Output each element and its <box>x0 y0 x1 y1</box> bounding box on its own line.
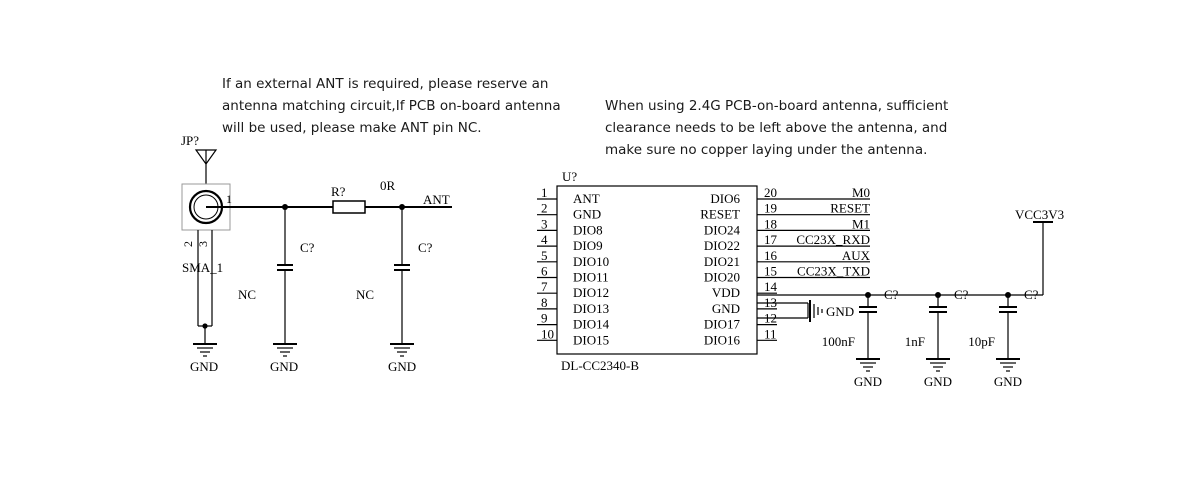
decap-ref: C? <box>884 287 899 302</box>
vdd-net-wire <box>757 221 1053 296</box>
ic-right-pin-net: AUX <box>842 248 871 263</box>
ic-right-pin-net: M0 <box>852 185 870 200</box>
ic-left-pin-name: ANT <box>573 191 600 206</box>
ic-right-pin-name: DIO16 <box>704 332 741 347</box>
ic-right-pin-net: M1 <box>852 216 870 231</box>
ic-left-pin-number: 10 <box>541 326 554 341</box>
ic-right-pin-number: 11 <box>764 326 777 341</box>
ic-right-pin-net: RESET <box>830 201 870 216</box>
ic-left-pin-name: DIO12 <box>573 285 609 300</box>
shunt-cap-1-ref: C? <box>300 240 315 255</box>
resistor-symbol <box>332 200 366 214</box>
ant-net-label: ANT <box>423 192 450 207</box>
left-note-line-1: If an external ANT is required, please r… <box>222 76 548 92</box>
ic-right-pin-name: GND <box>712 301 740 316</box>
antenna-pin-3: 3 <box>196 241 210 247</box>
right-note-line-3: make sure no copper laying under the ant… <box>605 142 927 158</box>
ic-left-pin-number: 6 <box>541 264 548 279</box>
ic-right-pin-number: 17 <box>764 232 778 247</box>
shunt-cap-2-ref: C? <box>418 240 433 255</box>
antenna-part: SMA_1 <box>182 260 223 275</box>
ic-left-pin-name: DIO14 <box>573 317 610 332</box>
ic-right-pin-number: 18 <box>764 216 777 231</box>
ic-right-pin-name: DIO24 <box>704 222 741 237</box>
resistor-value: 0R <box>380 178 396 193</box>
antenna-ground-wires <box>197 230 213 344</box>
left-note-line-3: will be used, please make ANT pin NC. <box>222 120 482 136</box>
gnd-symbol-icon <box>809 300 823 322</box>
ic-right-pin-name: VDD <box>712 285 740 300</box>
ic-left-pin-name: DIO10 <box>573 254 609 269</box>
ic-right-pin-name: DIO21 <box>704 254 740 269</box>
ic-part-number: DL-CC2340-B <box>561 358 639 373</box>
gnd-symbol-icon <box>273 343 297 357</box>
ic-gnd-label: GND <box>826 304 854 319</box>
ic-right-pin-name: DIO6 <box>710 191 740 206</box>
ic-left-pin-number: 5 <box>541 248 548 263</box>
left-note-line-2: antenna matching circuit,If PCB on-board… <box>222 98 561 114</box>
gnd-symbol-icon <box>390 343 414 357</box>
antenna-symbol-icon <box>194 149 218 190</box>
decap-gnd-label: GND <box>994 374 1022 389</box>
ic-left-pin-name: DIO15 <box>573 332 609 347</box>
antenna-gnd-label: GND <box>190 359 218 374</box>
gnd-symbol-icon <box>996 358 1020 372</box>
ic-left-pin-name: DIO9 <box>573 238 603 253</box>
antenna-pin-1: 1 <box>226 192 232 206</box>
shunt-cap-2-symbol <box>394 207 410 344</box>
gnd-symbol-icon <box>926 358 950 372</box>
ic-left-pin-number: 2 <box>541 201 548 216</box>
ic-left-pin-name: DIO11 <box>573 270 609 285</box>
ic-right-pin-net: CC23X_RXD <box>796 232 870 247</box>
right-note-line-1: When using 2.4G PCB-on-board antenna, su… <box>605 98 948 114</box>
shunt-cap-2-gnd-label: GND <box>388 359 416 374</box>
sma-connector-icon <box>181 183 231 231</box>
decap-value: 100nF <box>822 334 855 349</box>
shunt-cap-1-symbol <box>277 207 293 344</box>
ic-right-pin-number: 20 <box>764 185 777 200</box>
ic-right-pin-name: DIO17 <box>704 317 741 332</box>
decap-gnd-label: GND <box>924 374 952 389</box>
ant-net-wire <box>226 204 452 210</box>
ic-left-pin-number: 4 <box>541 232 548 247</box>
shunt-cap-1-value: NC <box>238 287 256 302</box>
ic-left-pin-name: DIO8 <box>573 222 603 237</box>
decap-ref: C? <box>954 287 969 302</box>
decap-ref: C? <box>1024 287 1039 302</box>
right-note-line-2: clearance needs to be left above the ant… <box>605 120 947 136</box>
ic-left-pin-number: 9 <box>541 311 548 326</box>
shunt-cap-2-value: NC <box>356 287 374 302</box>
ic-left-pin-name: DIO13 <box>573 301 609 316</box>
decap-gnd-label: GND <box>854 374 882 389</box>
ic-left-pin-number: 1 <box>541 185 548 200</box>
ic-right-pin-number: 16 <box>764 248 778 263</box>
decap-value: 1nF <box>905 334 925 349</box>
ic-right-pin-number: 19 <box>764 201 777 216</box>
ic-right-pin-number: 14 <box>764 279 778 294</box>
ic-left-pin-name: GND <box>573 207 601 222</box>
gnd-symbol-icon <box>856 358 880 372</box>
ic-right-pin-number: 15 <box>764 264 777 279</box>
ic-right-pin-name: DIO22 <box>704 238 740 253</box>
antenna-ref: JP? <box>181 133 199 148</box>
antenna-pin-2: 2 <box>181 241 195 247</box>
ic-gnd-stub <box>757 302 809 319</box>
ic-left-pin-number: 8 <box>541 295 548 310</box>
ic-ref: U? <box>562 169 577 184</box>
decap-value: 10pF <box>968 334 995 349</box>
ic-left-pin-number: 7 <box>541 279 548 294</box>
supply-label: VCC3V3 <box>1015 207 1064 222</box>
ic-left-pin-number: 3 <box>541 216 548 231</box>
shunt-cap-1-gnd-label: GND <box>270 359 298 374</box>
resistor-ref: R? <box>331 184 346 199</box>
decoupling-capacitors: C? 100nF GND C? 1nF GND C? 10pF GND <box>822 287 1039 389</box>
ic-right-pin-net: CC23X_TXD <box>797 264 870 279</box>
gnd-symbol-icon <box>193 343 217 357</box>
ic-right-pin-name: DIO20 <box>704 270 740 285</box>
ic-right-pin-name: RESET <box>700 207 740 222</box>
ic-body <box>556 185 758 355</box>
